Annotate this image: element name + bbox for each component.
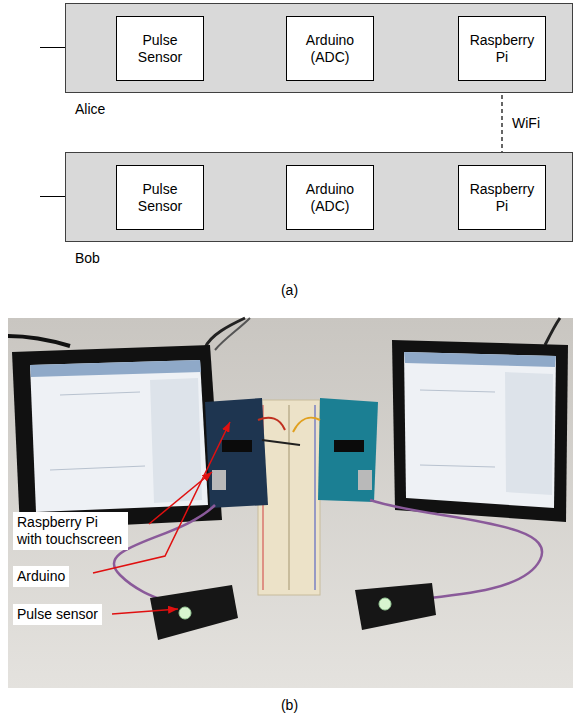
box-label: Arduino (ADC) xyxy=(287,181,373,215)
party-name: Bob xyxy=(75,250,100,267)
process-box: Pulse Sensor xyxy=(116,165,204,230)
process-box: Arduino (ADC) xyxy=(286,16,374,81)
box-label: Pulse Sensor xyxy=(117,32,203,66)
process-box: Raspberry Pi xyxy=(458,16,546,81)
subfigure-label: (b) xyxy=(281,697,298,714)
party-panel: AlicePulse SensorArduino (ADC)Raspberry … xyxy=(65,3,573,93)
subfigure-label: (a) xyxy=(281,282,298,299)
callout-text: Raspberry Pi with touchscreen xyxy=(17,514,124,548)
box-label: Raspberry Pi xyxy=(459,32,545,66)
process-box: Pulse Sensor xyxy=(116,16,204,81)
box-label: Raspberry Pi xyxy=(459,181,545,215)
callout-text: Pulse sensor xyxy=(17,606,98,623)
party-name: Alice xyxy=(75,101,105,118)
callout-text: Arduino xyxy=(17,568,65,585)
box-label: Pulse Sensor xyxy=(117,181,203,215)
callout-box: Arduino xyxy=(13,566,69,587)
callout-box: Raspberry Pi with touchscreen xyxy=(13,512,128,550)
process-box: Raspberry Pi xyxy=(458,165,546,230)
process-box: Arduino (ADC) xyxy=(286,165,374,230)
party-panel: BobPulse SensorArduino (ADC)Raspberry Pi xyxy=(65,152,573,242)
leader-arrow xyxy=(112,609,178,614)
box-label: Arduino (ADC) xyxy=(287,32,373,66)
link-label: WiFi xyxy=(512,115,540,132)
leader-arrow xyxy=(93,422,230,573)
photo xyxy=(8,318,573,688)
callout-box: Pulse sensor xyxy=(13,604,102,625)
